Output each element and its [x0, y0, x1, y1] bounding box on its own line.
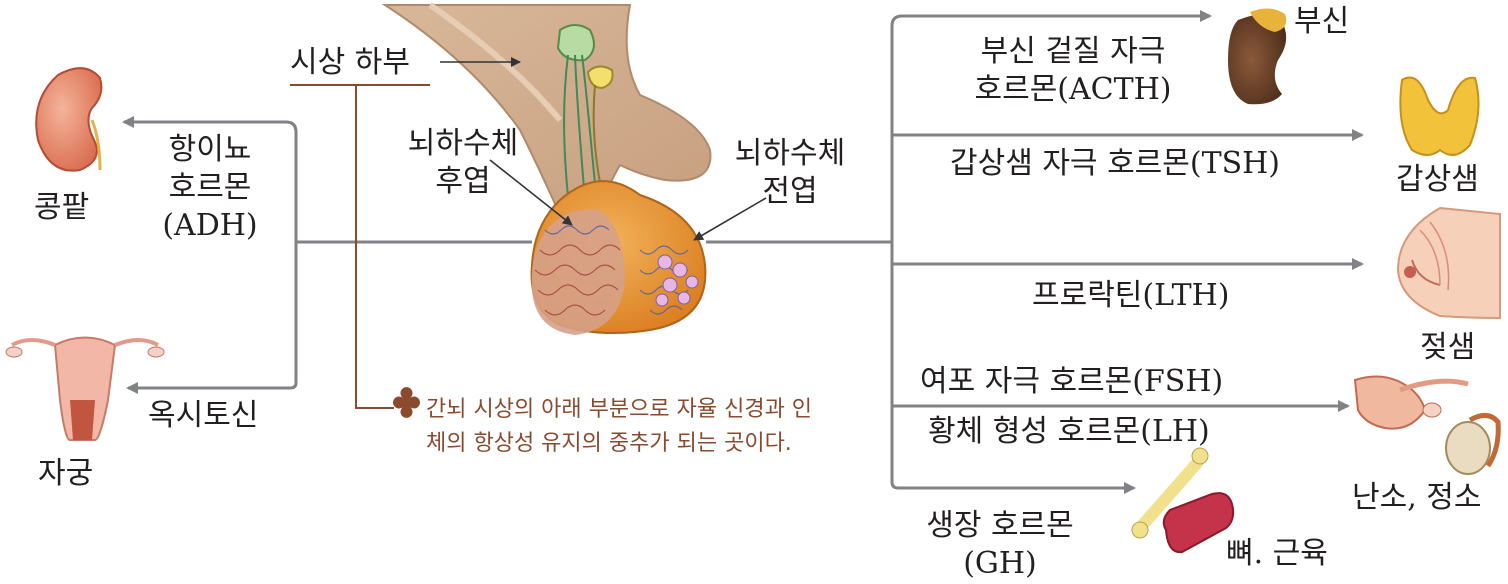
- lh-label: 황체 형성 호르몬(LH): [928, 414, 1210, 449]
- posterior-pituitary-label-line1: 뇌하수체: [407, 126, 519, 161]
- uterus-illustration: [5, 336, 165, 441]
- kidney-illustration: [35, 67, 103, 172]
- thyroid-illustration: [1399, 76, 1480, 156]
- gh-label-line1: 생장 호르몬: [926, 508, 1074, 543]
- tsh-label: 갑상샘 자극 호르몬(TSH): [950, 146, 1281, 181]
- hypothalamus-note-line1: 간뇌 시상의 아래 부분으로 자율 신경과 인: [426, 397, 813, 422]
- pituitary-gland: [530, 180, 707, 335]
- organ-thyroid-label: 갑상샘: [1396, 162, 1479, 197]
- bone-muscle-illustration: [1131, 447, 1235, 554]
- acth-label-line1: 부신 겉질 자극: [980, 34, 1166, 69]
- note-connector: [290, 84, 430, 409]
- adh-label-line1: 항이뇨: [168, 132, 252, 167]
- organ-adrenal-label: 부신: [1294, 4, 1350, 39]
- fsh-label: 여포 자극 호르몬(FSH): [920, 364, 1224, 399]
- right-branch-lines: [706, 10, 1364, 494]
- anterior-pituitary-label-line1: 뇌하수체: [734, 136, 846, 171]
- lth-label: 프로락틴(LTH): [1032, 278, 1230, 313]
- adh-label-line3: (ADH): [162, 208, 258, 243]
- mammary-illustration: [1396, 206, 1501, 320]
- adrenal-illustration: [1228, 8, 1287, 105]
- hypothalamus-label: 시상 하부: [290, 45, 410, 80]
- organ-uterus-label: 자궁: [38, 456, 94, 491]
- organ-bone-muscle-label: 뼈. 근육: [1226, 536, 1328, 571]
- note-clover-icon: [393, 387, 420, 418]
- anterior-pituitary-label-line2: 전엽: [762, 174, 818, 209]
- oxytocin-label: 옥시토신: [148, 398, 259, 433]
- organ-gonads-label: 난소, 정소: [1352, 480, 1482, 515]
- posterior-pituitary-label-line2: 후엽: [435, 164, 491, 199]
- gonads-illustration: [1353, 375, 1501, 475]
- left-branch-lines: [122, 116, 532, 394]
- organ-mammary-label: 젖샘: [1420, 330, 1476, 365]
- adh-label-line2: 호르몬: [168, 170, 252, 205]
- acth-label-line2: 호르몬(ACTH): [974, 72, 1172, 107]
- hypothalamus-note-line2: 체의 항상성 유지의 중추가 되는 곳이다.: [426, 431, 792, 456]
- gh-label-line2: (GH): [963, 546, 1037, 581]
- pointer-arrows: [440, 57, 767, 241]
- organ-kidney-label: 콩팥: [34, 190, 90, 225]
